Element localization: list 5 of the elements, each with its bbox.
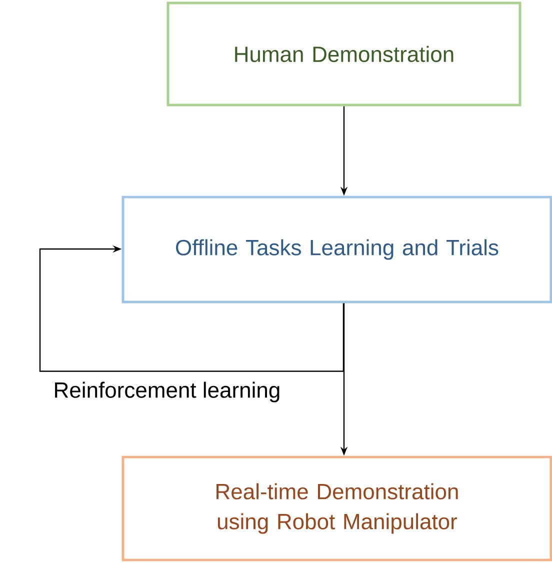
process-box: Real-time Demonstration using Robot Manipulator	[122, 456, 552, 562]
process-box: Offline Tasks Learning and Trials	[122, 196, 552, 304]
arrow	[39, 245, 344, 372]
process-box: Human Demonstration	[166, 2, 522, 106]
edge-label: Reinforcement learning	[55, 382, 280, 402]
